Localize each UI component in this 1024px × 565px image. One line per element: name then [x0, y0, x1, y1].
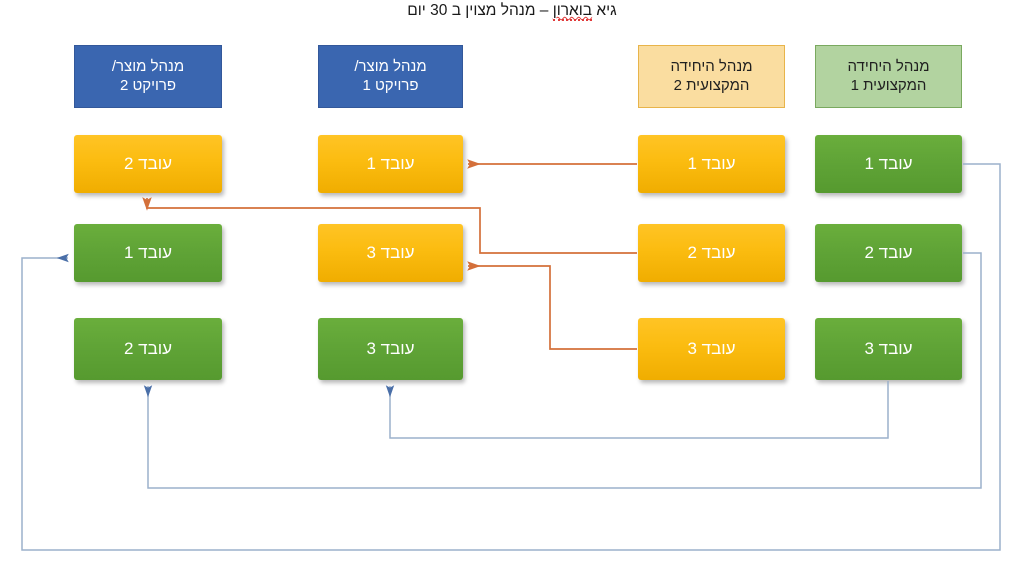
employee-box-pm2-row1[interactable]: עובד 2 [74, 135, 222, 193]
employee-box-pm1-row3[interactable]: עובד 3 [318, 318, 463, 380]
employee-box-unit2-row1[interactable]: עובד 1 [638, 135, 785, 193]
employee-box-unit2-row2[interactable]: עובד 2 [638, 224, 785, 282]
column-header-professional-unit-2[interactable]: מנהל היחידה המקצועית 2 [638, 45, 785, 108]
title-misspelled-word: בוארון [552, 2, 593, 21]
employee-box-unit1-row1[interactable]: עובד 1 [815, 135, 962, 193]
employee-box-pm2-row3[interactable]: עובד 2 [74, 318, 222, 380]
employee-box-pm2-row2[interactable]: עובד 1 [74, 224, 222, 282]
page-title: גיא בוארון – מנהל מצוין ב 30 יום [0, 2, 1024, 21]
employee-box-unit1-row3[interactable]: עובד 3 [815, 318, 962, 380]
column-header-product-manager-1[interactable]: מנהל מוצר/ פרויקט 1 [318, 45, 463, 108]
title-prefix: גיא [592, 2, 617, 19]
column-header-product-manager-2[interactable]: מנהל מוצר/ פרויקט 2 [74, 45, 222, 108]
column-header-professional-unit-1[interactable]: מנהל היחידה המקצועית 1 [815, 45, 962, 108]
employee-box-unit1-row2[interactable]: עובד 2 [815, 224, 962, 282]
employee-box-pm1-row2[interactable]: עובד 3 [318, 224, 463, 282]
employee-box-unit2-row3[interactable]: עובד 3 [638, 318, 785, 380]
title-suffix: – מנהל מצוין ב 30 יום [407, 2, 553, 19]
connector-orange-unit2emp3-to-pm1emp3 [467, 261, 637, 350]
connector-blue-unit1emp3-to-pm1emp3 [385, 381, 889, 439]
employee-box-pm1-row1[interactable]: עובד 1 [318, 135, 463, 193]
